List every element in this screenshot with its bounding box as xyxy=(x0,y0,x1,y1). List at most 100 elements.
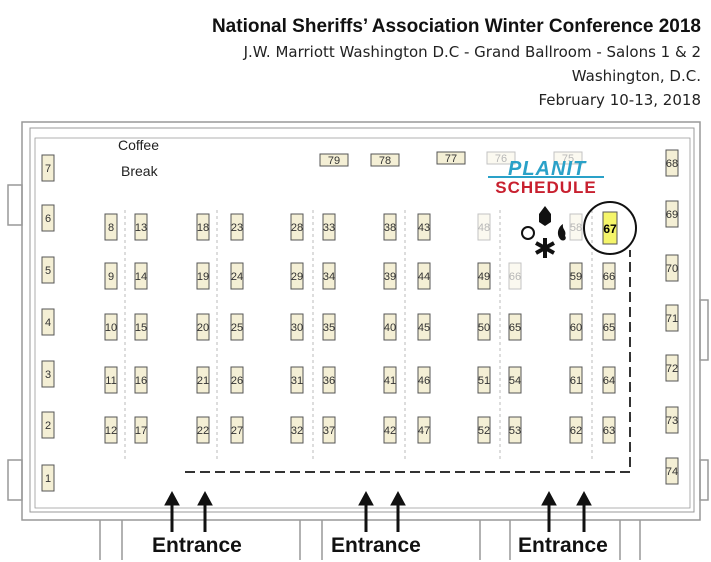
booth-66[interactable]: 66 xyxy=(508,262,522,290)
booth-18[interactable]: 18 xyxy=(196,213,210,241)
booth-1[interactable]: 1 xyxy=(41,464,55,492)
booth-79[interactable]: 79 xyxy=(319,153,349,167)
entrance-arrow-icon xyxy=(390,490,406,532)
booth-49[interactable]: 49 xyxy=(477,262,491,290)
booth-4[interactable]: 4 xyxy=(41,308,55,336)
booth-65[interactable]: 65 xyxy=(508,313,522,341)
booth-37[interactable]: 37 xyxy=(322,416,336,444)
booth-48[interactable]: 48 xyxy=(477,213,491,241)
booth-33[interactable]: 33 xyxy=(322,213,336,241)
booth-28[interactable]: 28 xyxy=(290,213,304,241)
booth-label: 43 xyxy=(418,222,430,234)
booth-71[interactable]: 71 xyxy=(665,304,679,332)
booth-50[interactable]: 50 xyxy=(477,313,491,341)
booth-42[interactable]: 42 xyxy=(383,416,397,444)
booth-12[interactable]: 12 xyxy=(104,416,118,444)
booth-72[interactable]: 72 xyxy=(665,354,679,382)
booth-20[interactable]: 20 xyxy=(196,313,210,341)
booth-65[interactable]: 65 xyxy=(602,313,616,341)
booth-43[interactable]: 43 xyxy=(417,213,431,241)
entrance-arrow-icon xyxy=(576,490,592,532)
booth-label: 33 xyxy=(323,222,335,234)
booth-label: 18 xyxy=(197,222,209,234)
booth-75[interactable]: 75 xyxy=(553,151,583,165)
booth-47[interactable]: 47 xyxy=(417,416,431,444)
booth-70[interactable]: 70 xyxy=(665,254,679,282)
booth-label: 32 xyxy=(291,425,303,437)
highlight-circle xyxy=(583,201,637,255)
booth-24[interactable]: 24 xyxy=(230,262,244,290)
booth-label: 11 xyxy=(105,375,116,387)
booth-73[interactable]: 73 xyxy=(665,406,679,434)
booth-11[interactable]: 11 xyxy=(104,366,118,394)
booth-69[interactable]: 69 xyxy=(665,200,679,228)
booth-32[interactable]: 32 xyxy=(290,416,304,444)
booth-highlighted[interactable]: 67 xyxy=(602,211,618,245)
booth-26[interactable]: 26 xyxy=(230,366,244,394)
booth-7[interactable]: 7 xyxy=(41,154,55,182)
booth-62[interactable]: 62 xyxy=(569,416,583,444)
booth-51[interactable]: 51 xyxy=(477,366,491,394)
booth-68[interactable]: 68 xyxy=(665,149,679,177)
booth-78[interactable]: 78 xyxy=(370,153,400,167)
booth-34[interactable]: 34 xyxy=(322,262,336,290)
booth-30[interactable]: 30 xyxy=(290,313,304,341)
booth-label: 71 xyxy=(666,313,678,325)
booth-21[interactable]: 21 xyxy=(196,366,210,394)
booth-74[interactable]: 74 xyxy=(665,457,679,485)
booth-54[interactable]: 54 xyxy=(508,366,522,394)
booth-13[interactable]: 13 xyxy=(134,213,148,241)
booth-45[interactable]: 45 xyxy=(417,313,431,341)
booth-27[interactable]: 27 xyxy=(230,416,244,444)
booth-19[interactable]: 19 xyxy=(196,262,210,290)
booth-label: 2 xyxy=(45,420,51,432)
booth-17[interactable]: 17 xyxy=(134,416,148,444)
booth-61[interactable]: 61 xyxy=(569,366,583,394)
booth-label: 69 xyxy=(666,209,678,221)
booth-29[interactable]: 29 xyxy=(290,262,304,290)
booth-8[interactable]: 8 xyxy=(104,213,118,241)
booth-label: 12 xyxy=(105,425,117,437)
booth-16[interactable]: 16 xyxy=(134,366,148,394)
booth-77[interactable]: 77 xyxy=(436,151,466,165)
booth-label: 7 xyxy=(45,163,51,175)
booth-63[interactable]: 63 xyxy=(602,416,616,444)
booth-44[interactable]: 44 xyxy=(417,262,431,290)
booth-31[interactable]: 31 xyxy=(290,366,304,394)
booth-9[interactable]: 9 xyxy=(104,262,118,290)
booth-6[interactable]: 6 xyxy=(41,204,55,232)
booth-52[interactable]: 52 xyxy=(477,416,491,444)
booth-label: 10 xyxy=(105,322,117,334)
booth-2[interactable]: 2 xyxy=(41,411,55,439)
booth-label: 28 xyxy=(291,222,303,234)
booth-64[interactable]: 64 xyxy=(602,366,616,394)
booth-3[interactable]: 3 xyxy=(41,360,55,388)
booth-36[interactable]: 36 xyxy=(322,366,336,394)
booth-25[interactable]: 25 xyxy=(230,313,244,341)
booth-label: 15 xyxy=(135,322,147,334)
booth-40[interactable]: 40 xyxy=(383,313,397,341)
booth-53[interactable]: 53 xyxy=(508,416,522,444)
booth-60[interactable]: 60 xyxy=(569,313,583,341)
booth-39[interactable]: 39 xyxy=(383,262,397,290)
booth-label: 68 xyxy=(666,158,678,170)
booth-label: 39 xyxy=(384,271,396,283)
booth-76[interactable]: 76 xyxy=(486,151,516,165)
booth-14[interactable]: 14 xyxy=(134,262,148,290)
booth-46[interactable]: 46 xyxy=(417,366,431,394)
booth-22[interactable]: 22 xyxy=(196,416,210,444)
booth-label: 70 xyxy=(666,263,678,275)
booth-10[interactable]: 10 xyxy=(104,313,118,341)
booth-59[interactable]: 59 xyxy=(569,262,583,290)
booth-58[interactable]: 58 xyxy=(569,213,583,241)
booth-label: 58 xyxy=(570,222,582,234)
booth-35[interactable]: 35 xyxy=(322,313,336,341)
booth-5[interactable]: 5 xyxy=(41,256,55,284)
booth-23[interactable]: 23 xyxy=(230,213,244,241)
booth-38[interactable]: 38 xyxy=(383,213,397,241)
booth-41[interactable]: 41 xyxy=(383,366,397,394)
booth-66[interactable]: 66 xyxy=(602,262,616,290)
booth-label: 54 xyxy=(509,375,521,387)
booth-15[interactable]: 15 xyxy=(134,313,148,341)
